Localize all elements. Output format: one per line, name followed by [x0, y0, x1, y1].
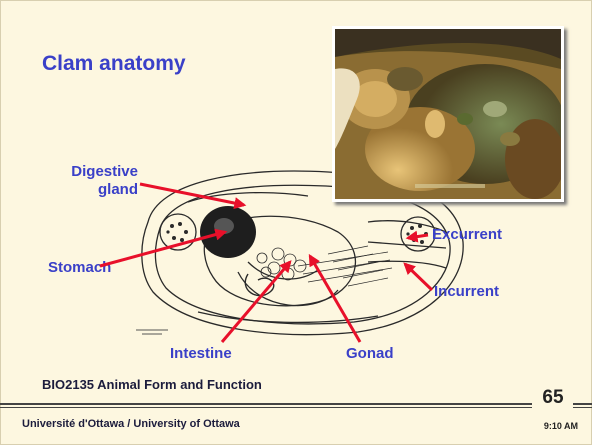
footer-rule-top	[0, 403, 532, 405]
label-stomach: Stomach	[48, 259, 111, 277]
course-title: BIO2135 Animal Form and Function	[42, 377, 262, 392]
label-incurrent: Incurrent	[434, 283, 499, 301]
footer-institution: Université d'Ottawa / University of Otta…	[22, 418, 240, 430]
page-number: 65	[528, 387, 578, 409]
label-intestine: Intestine	[170, 345, 232, 363]
clam-photo	[332, 26, 564, 202]
label-excurrent: Excurrent	[432, 226, 502, 244]
label-gonad: Gonad	[346, 345, 394, 363]
label-digestive-gland: Digestive gland	[62, 163, 138, 199]
label-digestive-gland-line-2: gland	[62, 181, 138, 199]
clam-photo-image	[335, 29, 561, 199]
slide-title: Clam anatomy	[42, 52, 186, 76]
footer-rule-bottom	[0, 407, 532, 408]
footer-time: 9:10 AM	[544, 421, 578, 431]
label-digestive-gland-line-1: Digestive	[62, 163, 138, 181]
